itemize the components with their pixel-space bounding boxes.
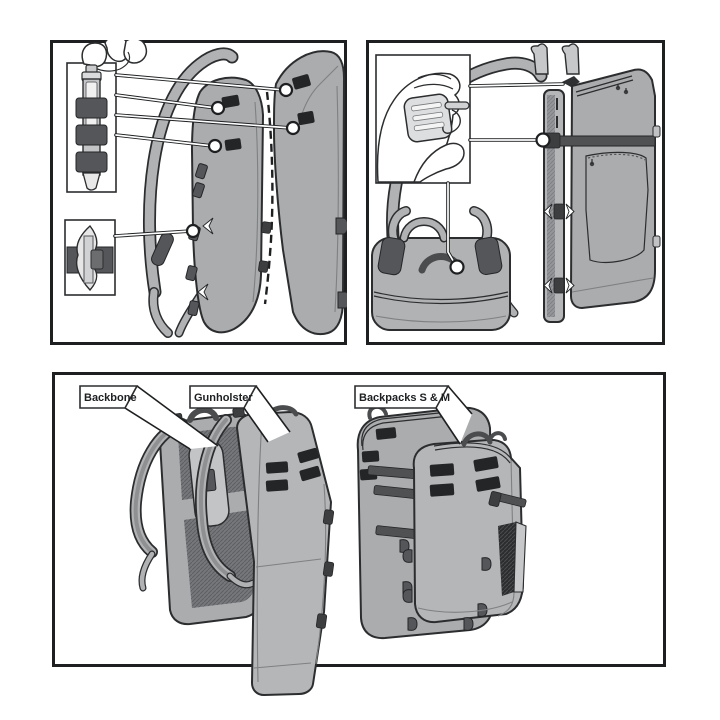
pack-side-view	[541, 68, 661, 310]
callout-line	[114, 73, 294, 98]
strap-loop	[488, 431, 507, 442]
toggle-side-inset	[64, 219, 116, 296]
callout-line	[446, 181, 465, 275]
edge-clip	[322, 561, 335, 577]
connector-arrows	[543, 203, 575, 294]
callout-endpoint	[449, 259, 465, 275]
backbone-plate	[185, 76, 265, 334]
d-ring-tab	[335, 217, 347, 235]
attachment-slot	[429, 463, 455, 477]
pack-top-view	[371, 206, 511, 331]
buckle-detail-inset	[375, 54, 471, 184]
callout-line	[468, 82, 565, 88]
callout-endpoint	[185, 223, 201, 239]
edge-clip	[315, 613, 328, 629]
d-ring-loop	[402, 549, 413, 563]
callout-endpoint	[535, 132, 551, 148]
label-text: Backbone	[84, 392, 137, 404]
callout-line	[113, 223, 201, 239]
attachment-slot	[429, 483, 455, 497]
label-text: Gunholster	[194, 392, 253, 404]
slot-arrow-icon	[197, 283, 209, 301]
d-ring-loop	[402, 589, 413, 603]
d-ring-loop	[407, 617, 418, 631]
panel-components-overview: Backbone Gunholster Backpacks S & M	[52, 372, 666, 697]
callout-endpoint	[207, 138, 223, 154]
pinch-hand-icon	[81, 40, 148, 72]
d-ring-loop	[463, 617, 474, 631]
label-backbone: Backbone	[79, 385, 219, 450]
callout-endpoint	[278, 82, 294, 98]
pocket-flap	[513, 521, 527, 593]
attachment-slot	[375, 427, 397, 440]
attachment-slot	[224, 138, 242, 151]
locking-pin	[444, 101, 470, 110]
attachment-slot	[297, 447, 319, 464]
attachment-slot	[473, 456, 499, 472]
strap-anchor-pad	[474, 236, 503, 276]
toggle-side-profile	[75, 224, 104, 292]
top-prong	[530, 43, 549, 75]
callouts	[446, 82, 565, 275]
label-gunholster: Gunholster	[189, 385, 291, 443]
panel-toggle-attachment	[50, 40, 347, 345]
toggle-detail-inset	[66, 40, 148, 193]
top-handle	[187, 407, 219, 423]
slot-arrow-icon	[202, 217, 214, 235]
d-ring-loop	[399, 539, 410, 553]
zipper-join	[258, 91, 274, 305]
callout-line	[114, 113, 301, 136]
backpack-s	[402, 431, 527, 631]
attachment-slot	[299, 465, 321, 482]
ladder-lock-buckle	[403, 93, 453, 143]
callout-line	[114, 133, 223, 154]
label-box	[79, 385, 139, 409]
callout-endpoint	[285, 120, 301, 136]
front-pocket	[585, 151, 649, 263]
label-backpacks: Backpacks S & M	[354, 385, 473, 445]
label-box	[189, 385, 258, 409]
toggle-fastener	[75, 64, 108, 191]
attachment-slot	[265, 479, 289, 492]
attachment-slot	[297, 111, 315, 125]
label-box	[354, 385, 450, 409]
callout-line	[114, 93, 226, 116]
callout-endpoint	[210, 100, 226, 116]
d-ring-tab	[337, 291, 347, 309]
d-ring-loop	[481, 557, 492, 571]
label-text: Backpacks S & M	[359, 392, 450, 404]
edge-clip	[322, 509, 335, 525]
attachment-slot	[265, 461, 289, 474]
attachment-slot	[361, 450, 380, 463]
attachment-slot	[475, 476, 501, 492]
attachment-slot	[221, 94, 240, 108]
pin-hook	[442, 109, 461, 134]
callout-line	[468, 132, 551, 148]
callouts	[113, 73, 301, 239]
top-prong	[561, 43, 580, 75]
panel-buckle-attachment	[366, 40, 665, 345]
attachment-slot	[292, 74, 311, 90]
strap-anchor-pad	[377, 236, 406, 276]
